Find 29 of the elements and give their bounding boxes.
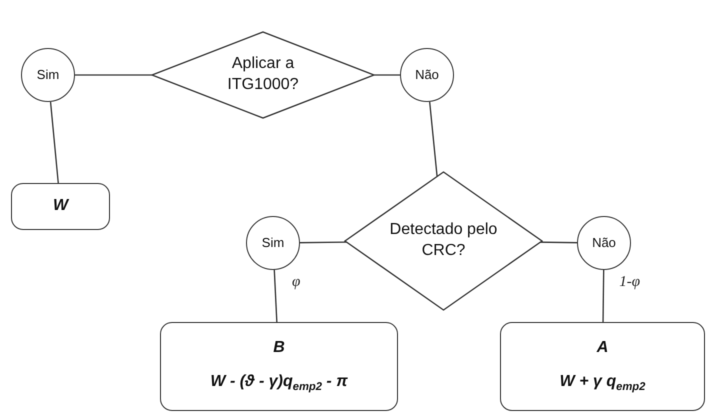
answer-text: Não bbox=[592, 234, 616, 252]
answer-text: Sim bbox=[36, 66, 60, 84]
decision-diamond bbox=[345, 172, 542, 310]
outcome-label: W bbox=[52, 196, 68, 216]
outcome-label: A bbox=[596, 338, 608, 358]
outcome-box bbox=[160, 322, 398, 411]
connector-line bbox=[50, 102, 59, 184]
connector-line bbox=[274, 270, 278, 322]
decision-diamond bbox=[152, 32, 374, 118]
answer-text: Não bbox=[415, 66, 439, 84]
decision-circle bbox=[400, 48, 454, 102]
connector-line bbox=[75, 74, 152, 76]
answer-text: Sim bbox=[262, 234, 284, 252]
outcome-label: B bbox=[273, 338, 285, 358]
connector-line bbox=[429, 102, 438, 177]
connector-line bbox=[374, 74, 400, 76]
formula: W + γ q$_{emp2}$ bbox=[560, 372, 646, 396]
decision-circle bbox=[246, 216, 300, 270]
edge-label: 1-φ bbox=[617, 274, 642, 291]
question-text: Detectado pelo CRC? bbox=[389, 220, 498, 261]
connector-line bbox=[540, 242, 577, 244]
outcome-box bbox=[500, 322, 705, 411]
decision-circle bbox=[21, 48, 75, 102]
question-text: Aplicar a ITG1000? bbox=[226, 54, 300, 95]
outcome-box bbox=[11, 183, 110, 230]
connector-line bbox=[300, 241, 347, 244]
formula: W - (ϑ - γ)q$_{emp2}$ - π bbox=[210, 372, 348, 396]
decision-circle bbox=[577, 216, 631, 270]
connector-line bbox=[602, 270, 604, 322]
